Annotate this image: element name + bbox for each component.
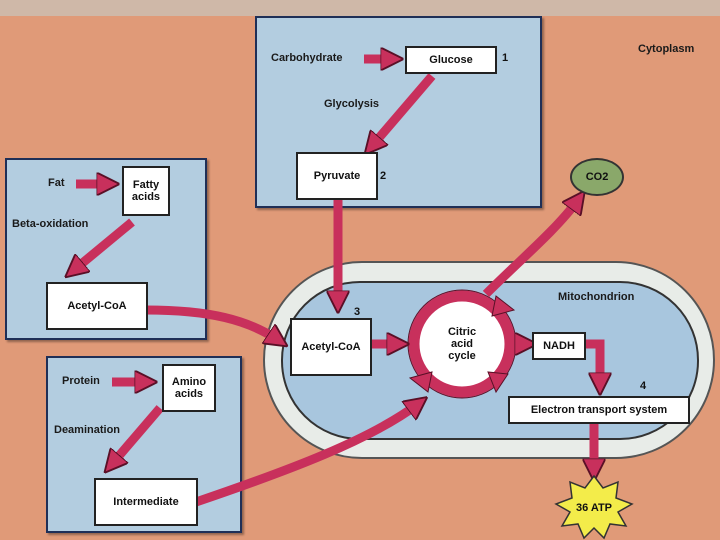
nadh-box: NADH bbox=[532, 332, 586, 360]
atp-starburst bbox=[554, 474, 634, 540]
step-number-3: 3 bbox=[354, 306, 361, 318]
step-number-2: 2 bbox=[380, 170, 387, 182]
deamination-label: Deamination bbox=[54, 424, 121, 436]
pyruvate-box: Pyruvate bbox=[296, 152, 378, 200]
protein-label: Protein bbox=[62, 375, 100, 387]
arrow-nadh-to-electron-transport bbox=[584, 339, 600, 384]
cycle-arrowhead-top bbox=[491, 295, 516, 317]
glucose-box: Glucose bbox=[405, 46, 497, 74]
arrow-amino-acids-to-intermediate bbox=[112, 405, 164, 464]
citric-acid-cycle-ring bbox=[408, 290, 516, 398]
arrow-fatty-acids-to-acetyl-coa bbox=[74, 218, 135, 270]
acetyl-coa-fat-box: Acetyl-CoA bbox=[46, 282, 148, 330]
carbohydrate-label: Carbohydrate bbox=[271, 52, 343, 64]
cycle-arrowhead-bottom bbox=[408, 371, 433, 393]
cytoplasm-label: Cytoplasm bbox=[638, 43, 695, 55]
atp-label: 36 ATP bbox=[575, 502, 613, 514]
intermediate-box: Intermediate bbox=[94, 478, 198, 526]
top-strip bbox=[0, 0, 720, 16]
amino-acids-box: Amino acids bbox=[162, 364, 216, 412]
electron-transport-box: Electron transport system bbox=[508, 396, 690, 424]
step-number-1: 1 bbox=[502, 52, 509, 64]
arrow-acetyl-coa-to-mitochondrion bbox=[145, 305, 278, 340]
step-number-4: 4 bbox=[640, 380, 647, 392]
beta-oxidation-label: Beta-oxidation bbox=[12, 218, 89, 230]
acetyl-coa-mito-box: Acetyl-CoA bbox=[290, 318, 372, 376]
arrow-citric-acid-cycle-to-co2 bbox=[482, 200, 578, 298]
arrow-intermediate-to-citric-acid-cycle bbox=[194, 404, 418, 507]
cycle-arrowhead-right bbox=[487, 371, 509, 394]
arrow-glucose-to-pyruvate bbox=[372, 73, 436, 146]
fat-label: Fat bbox=[48, 177, 65, 189]
co2-bubble: CO2 bbox=[570, 158, 624, 196]
glycolysis-label: Glycolysis bbox=[324, 98, 380, 110]
fatty-acids-box: Fatty acids bbox=[122, 166, 170, 216]
citric-acid-cycle-label: Citric acid cycle bbox=[447, 325, 477, 363]
mitochondrion-label: Mitochondrion bbox=[558, 291, 635, 303]
